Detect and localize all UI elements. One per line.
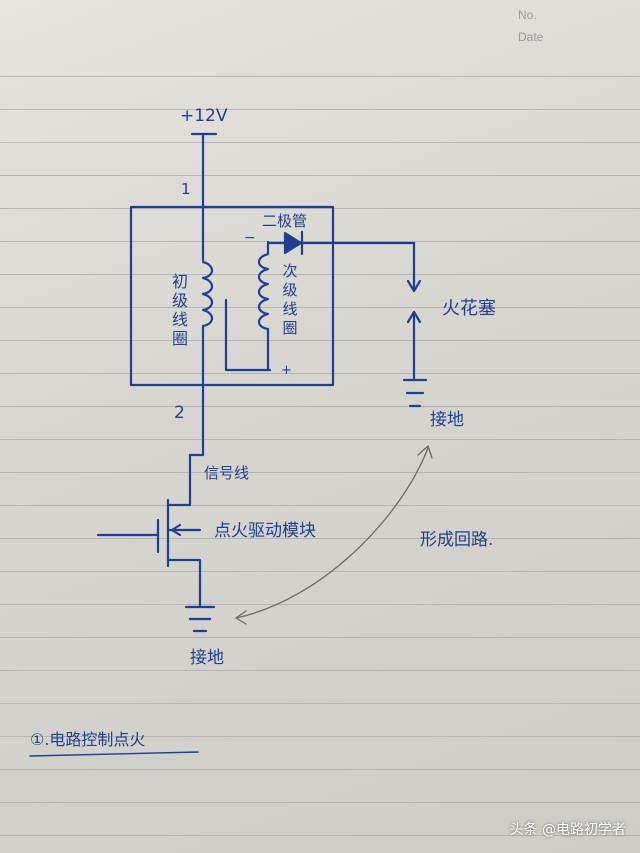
pin-1-label: 1 — [181, 180, 191, 198]
caption-label: ①.电路控制点火 — [30, 730, 146, 749]
ruled-line — [0, 373, 640, 374]
ignition-module-label: 点火驱动模块 — [214, 521, 316, 541]
secondary-coil-label: 次级线圈 — [282, 262, 298, 337]
ruled-line — [0, 637, 640, 638]
ruled-line — [0, 505, 640, 506]
ruled-line — [0, 76, 640, 77]
ruled-line — [0, 802, 640, 803]
mosfet-source — [166, 558, 202, 607]
no-label: No. — [518, 8, 537, 22]
ruled-line — [0, 769, 640, 770]
spark-plug-label: 火花塞 — [442, 298, 496, 319]
watermark: 头条 @电路初学者 — [509, 822, 626, 838]
secondary-minus-label: − — [244, 230, 256, 246]
ignition-coil-housing — [129, 205, 335, 387]
ruled-line — [0, 406, 640, 407]
diode-label: 二极管 — [262, 212, 308, 230]
ruled-line — [0, 274, 640, 275]
ruled-line — [0, 472, 640, 473]
ground-right-label: 接地 — [430, 410, 464, 430]
supply-label: +12V — [180, 106, 228, 126]
diode-symbol — [283, 231, 303, 255]
ruled-line — [0, 736, 640, 737]
loop-note-label: 形成回路. — [420, 530, 494, 550]
mosfet-drain — [166, 453, 192, 507]
ruled-line — [0, 604, 640, 605]
return-loop-arrowhead-bottom — [235, 610, 247, 625]
ruled-line — [0, 142, 640, 143]
secondary-plus-label: + — [281, 363, 292, 378]
signal-line-label: 信号线 — [204, 464, 250, 482]
mosfet-arrow — [170, 523, 182, 537]
return-loop-arrow — [235, 447, 429, 619]
pin-2-label: 2 — [174, 403, 185, 423]
date-label: Date — [518, 30, 544, 44]
ruled-line — [0, 835, 640, 836]
ground-bottom-label: 接地 — [190, 648, 224, 668]
secondary-coil-winding — [257, 240, 270, 372]
caption-underline — [29, 751, 199, 757]
primary-coil-label: 初级线圈 — [171, 272, 188, 348]
ruled-line — [0, 241, 640, 242]
ruled-line — [0, 439, 640, 440]
ruled-line — [0, 571, 640, 572]
ruled-line — [0, 670, 640, 671]
return-loop-arrowhead-top — [417, 445, 433, 459]
primary-coil-winding — [201, 260, 214, 457]
ruled-line — [0, 703, 640, 704]
ruled-line — [0, 208, 640, 209]
spark-plug-upper-electrode — [406, 279, 422, 293]
ruled-line — [0, 538, 640, 539]
ruled-line — [0, 109, 640, 110]
ruled-line — [0, 307, 640, 308]
ruled-line — [0, 175, 640, 176]
ruled-line — [0, 340, 640, 341]
